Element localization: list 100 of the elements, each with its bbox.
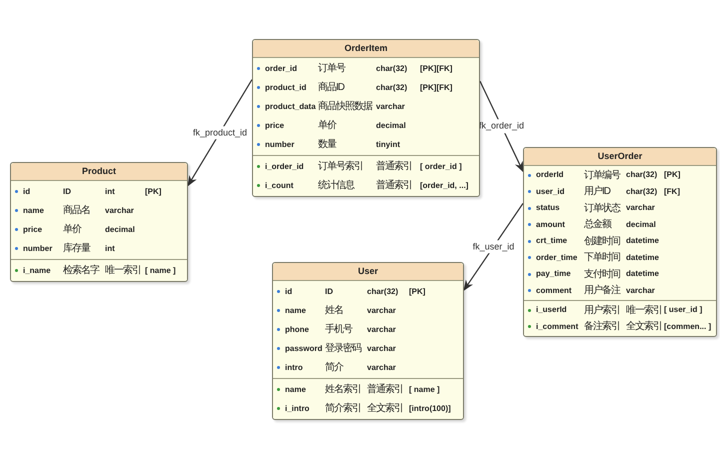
field-key: [intro(100)]: [409, 402, 459, 414]
field-name: i_count: [265, 180, 294, 192]
field-label: 统计信息: [318, 178, 356, 193]
field-type: int: [105, 242, 116, 254]
field-type: varchar: [367, 324, 397, 336]
field-section: [524, 165, 716, 300]
table-row: [524, 318, 716, 335]
field-name: order_time: [536, 252, 578, 264]
entity-table: [252, 39, 480, 197]
field-label: 订单状态: [584, 202, 622, 216]
field-type: int: [105, 186, 116, 198]
field-label: 订单号索引: [318, 160, 364, 174]
field-section: [273, 378, 463, 419]
field-type: decimal: [626, 218, 657, 231]
field-key: [ name ]: [145, 264, 183, 276]
field-key: [order_id, ...]: [420, 180, 475, 192]
field-type: varchar: [105, 204, 135, 216]
field-label: 支付时间: [584, 268, 621, 282]
field-type: varchar: [367, 304, 397, 316]
field-name: name: [23, 204, 45, 216]
field-label: 商品名: [63, 204, 91, 218]
field-type: 全文索引: [626, 320, 663, 334]
relationship-arrow: [187, 79, 253, 187]
field-name: user_id: [536, 186, 566, 198]
field-name: status: [536, 202, 561, 214]
field-label: 简介: [325, 361, 344, 375]
field-type: char(32): [626, 186, 658, 198]
field-key: [ user_id ]: [664, 304, 712, 316]
field-type: char(32): [376, 82, 408, 94]
field-key: [ name ]: [409, 384, 459, 396]
table-title: OrderItem: [344, 42, 388, 55]
field-type: char(32): [376, 62, 408, 74]
table-row: [11, 182, 187, 201]
field-name: order_id: [265, 62, 298, 74]
field-name: number: [23, 242, 54, 254]
entity-table: [10, 162, 188, 282]
table-row: [273, 380, 463, 399]
field-label: 订单编号: [584, 168, 622, 183]
field-key: [PK]: [664, 169, 712, 182]
field-name: name: [285, 384, 307, 396]
field-type: datetime: [626, 252, 660, 264]
table-row: [524, 302, 716, 318]
table-row: [253, 157, 479, 176]
field-label: ID: [63, 186, 72, 198]
field-key: [PK]: [409, 286, 459, 298]
field-label: 用户索引: [584, 304, 621, 318]
field-type: varchar: [367, 342, 397, 354]
field-key: [PK][FK]: [420, 82, 475, 94]
field-name: number: [265, 138, 296, 150]
field-label: 登录密码: [325, 342, 362, 356]
field-section: [273, 280, 463, 378]
field-name: i_comment: [536, 320, 580, 333]
field-name: orderId: [536, 169, 565, 182]
field-key: [commen... ]: [664, 320, 712, 333]
field-name: i_userId: [536, 304, 568, 316]
field-type: 普通索引: [367, 382, 404, 397]
field-label: 商品快照数据: [318, 100, 374, 114]
entity-table: [523, 147, 717, 337]
field-section: [524, 300, 716, 336]
field-type: 唯一索引: [105, 264, 142, 278]
field-key: [FK]: [664, 186, 712, 198]
edge-label: fk_user_id: [470, 240, 516, 254]
field-type: char(32): [367, 286, 400, 298]
field-key: [ order_id ]: [420, 160, 475, 172]
field-name: product_data: [265, 100, 317, 112]
field-label: 库存量: [63, 242, 92, 256]
field-name: product_id: [265, 82, 308, 94]
field-name: id: [285, 286, 294, 298]
table-row: [273, 358, 463, 377]
field-name: name: [285, 304, 307, 316]
field-type: 普通索引: [376, 178, 413, 193]
table-row: [524, 282, 716, 299]
field-name: phone: [285, 324, 310, 336]
field-type: decimal: [376, 120, 407, 132]
field-label: 手机号: [325, 322, 354, 337]
field-type: datetime: [626, 235, 660, 248]
field-name: id: [23, 186, 32, 198]
table-title: User: [358, 264, 378, 278]
field-label: 用户ID: [584, 184, 612, 200]
field-section: [11, 180, 187, 259]
field-type: varchar: [367, 362, 397, 374]
table-title: Product: [82, 164, 116, 178]
table-row: [253, 176, 479, 195]
field-label: 订单号: [318, 62, 346, 76]
field-type: char(32): [626, 169, 658, 182]
table-row: [273, 399, 463, 418]
table-row: [524, 167, 716, 184]
field-type: 唯一索引: [626, 304, 663, 318]
field-label: 用户备注: [584, 284, 622, 298]
field-type: 全文索引: [367, 402, 404, 416]
field-name: i_intro: [285, 402, 310, 414]
entity-table: [272, 262, 464, 420]
field-name: i_name: [23, 264, 52, 276]
table-row: [273, 282, 463, 301]
field-label: 商品ID: [318, 80, 346, 95]
field-label: 姓名: [325, 304, 344, 318]
field-key: [PK][FK]: [420, 62, 475, 74]
field-label: 检索名字: [63, 264, 100, 278]
table-row: [11, 239, 187, 258]
field-label: 单价: [318, 118, 338, 133]
